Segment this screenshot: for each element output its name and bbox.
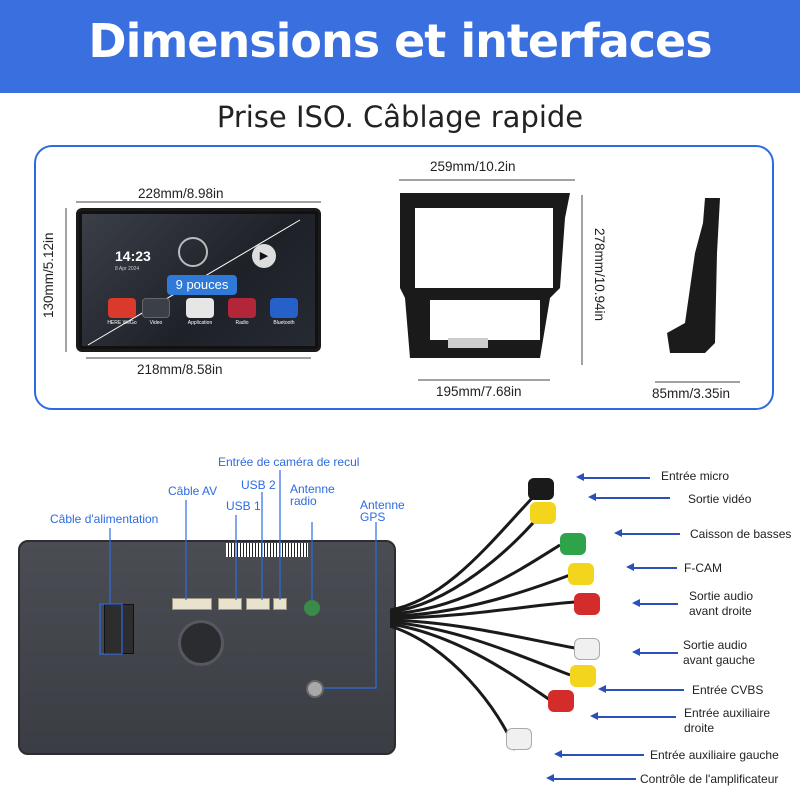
label-aux-right: Entrée auxiliaire droite	[684, 706, 771, 735]
screen-clock: 14:23	[115, 248, 151, 264]
arrow-head-front-right-icon	[632, 599, 640, 607]
label-front-right-audio: Sortie audio avant droite	[689, 589, 754, 618]
arrow-cvbs	[604, 689, 684, 691]
mic-plug	[528, 478, 554, 500]
usb1-connector	[218, 598, 242, 610]
app-label-application: Application	[187, 320, 213, 326]
label-amp-control: Contrôle de l'amplificateur	[640, 772, 779, 786]
gps-antenna-label-line2: GPS	[360, 510, 386, 524]
aux-left-plug	[506, 728, 532, 750]
app-label-radio: Radio	[235, 320, 249, 326]
arrow-video	[594, 497, 670, 499]
frame-width-bottom-label: 195mm/7.68in	[436, 384, 522, 399]
app-label-maps: HERE WeGo	[107, 320, 137, 326]
arrow-head-fcam-icon	[626, 563, 634, 571]
usb2-connector	[246, 598, 270, 610]
power-cable-label: Câble d'alimentation	[50, 512, 159, 526]
aux-right-plug	[548, 690, 574, 712]
arrow-front-right	[638, 603, 678, 605]
screen-size-badge: 9 pouces	[167, 275, 237, 295]
label-cvbs-input: Entrée CVBS	[692, 683, 764, 697]
radio-antenna-port	[304, 600, 320, 616]
app-icon-video	[142, 298, 170, 318]
label-mic-input: Entrée micro	[661, 469, 730, 483]
rear-camera-label: Entrée de caméra de recul	[218, 455, 360, 469]
video-out-plug	[530, 502, 556, 524]
page-subtitle: Prise ISO. Câblage rapide	[216, 100, 584, 134]
dimensions-panel	[34, 145, 774, 410]
arrow-head-mic-icon	[576, 473, 584, 481]
arrow-fcam	[632, 567, 677, 569]
app-icon-application	[186, 298, 214, 318]
front-right-plug	[574, 593, 600, 615]
usb2-label: USB 2	[241, 478, 276, 492]
fan-icon	[178, 620, 224, 666]
side-depth-label: 85mm/3.35in	[652, 386, 731, 401]
arrow-subwoofer	[620, 533, 680, 535]
arrow-head-front-left-icon	[632, 648, 640, 656]
header-banner	[0, 0, 800, 93]
cvbs-plug	[570, 665, 596, 687]
label-subwoofer: Caisson de basses	[690, 527, 792, 541]
screen-date: 8 Apr 2024	[115, 266, 140, 272]
page-title: Dimensions et interfaces	[88, 14, 712, 68]
arrow-head-video-icon	[588, 493, 596, 501]
side-bracket	[667, 198, 720, 353]
av-connector	[172, 598, 212, 610]
gps-antenna-port	[306, 680, 324, 698]
radio-antenna-label-line1: Antenne	[290, 482, 335, 496]
barcode-label	[226, 543, 308, 557]
gps-antenna-label-line1: Antenne	[360, 498, 405, 512]
app-label-video: Video	[149, 320, 163, 326]
speed-gauge-icon	[178, 237, 208, 267]
arrow-mic	[582, 477, 650, 479]
radio-antenna-label-line2: radio	[290, 494, 317, 508]
frame-height-label: 278mm/10.94in	[592, 228, 607, 322]
rear-callout-lines	[99, 470, 377, 689]
arrow-head-cvbs-icon	[598, 685, 606, 693]
mounting-frame	[400, 193, 570, 358]
arrow-front-left	[638, 652, 678, 654]
play-icon: ▶	[252, 244, 276, 268]
app-icon-radio	[228, 298, 256, 318]
label-front-left-audio: Sortie audio avant gauche	[683, 638, 756, 667]
screen-dimension-lines	[65, 179, 740, 383]
screen-width-top-label: 228mm/8.98in	[138, 186, 224, 201]
cable-bundle	[390, 488, 576, 751]
label-video-output: Sortie vidéo	[688, 492, 752, 506]
label-aux-left: Entrée auxiliaire gauche	[650, 748, 779, 762]
arrow-aux-left	[560, 754, 644, 756]
subwoofer-plug	[560, 533, 586, 555]
usb1-label: USB 1	[226, 499, 261, 513]
fcam-plug	[568, 563, 594, 585]
av-cable-label: Câble AV	[168, 484, 218, 498]
label-fcam: F-CAM	[684, 561, 722, 575]
arrow-amp	[552, 778, 636, 780]
arrow-head-aux-right-icon	[590, 712, 598, 720]
arrow-head-aux-left-icon	[554, 750, 562, 758]
frame-width-top-label: 259mm/10.2in	[430, 159, 516, 174]
app-label-bluetooth: Bluetooth	[273, 320, 295, 326]
arrow-aux-right	[596, 716, 676, 718]
app-icon-maps	[108, 298, 136, 318]
arrow-head-amp-icon	[546, 774, 554, 782]
screen-width-bottom-label: 218mm/8.58in	[137, 362, 223, 377]
arrow-head-subwoofer-icon	[614, 529, 622, 537]
app-icon-bluetooth	[270, 298, 298, 318]
front-left-plug	[574, 638, 600, 660]
